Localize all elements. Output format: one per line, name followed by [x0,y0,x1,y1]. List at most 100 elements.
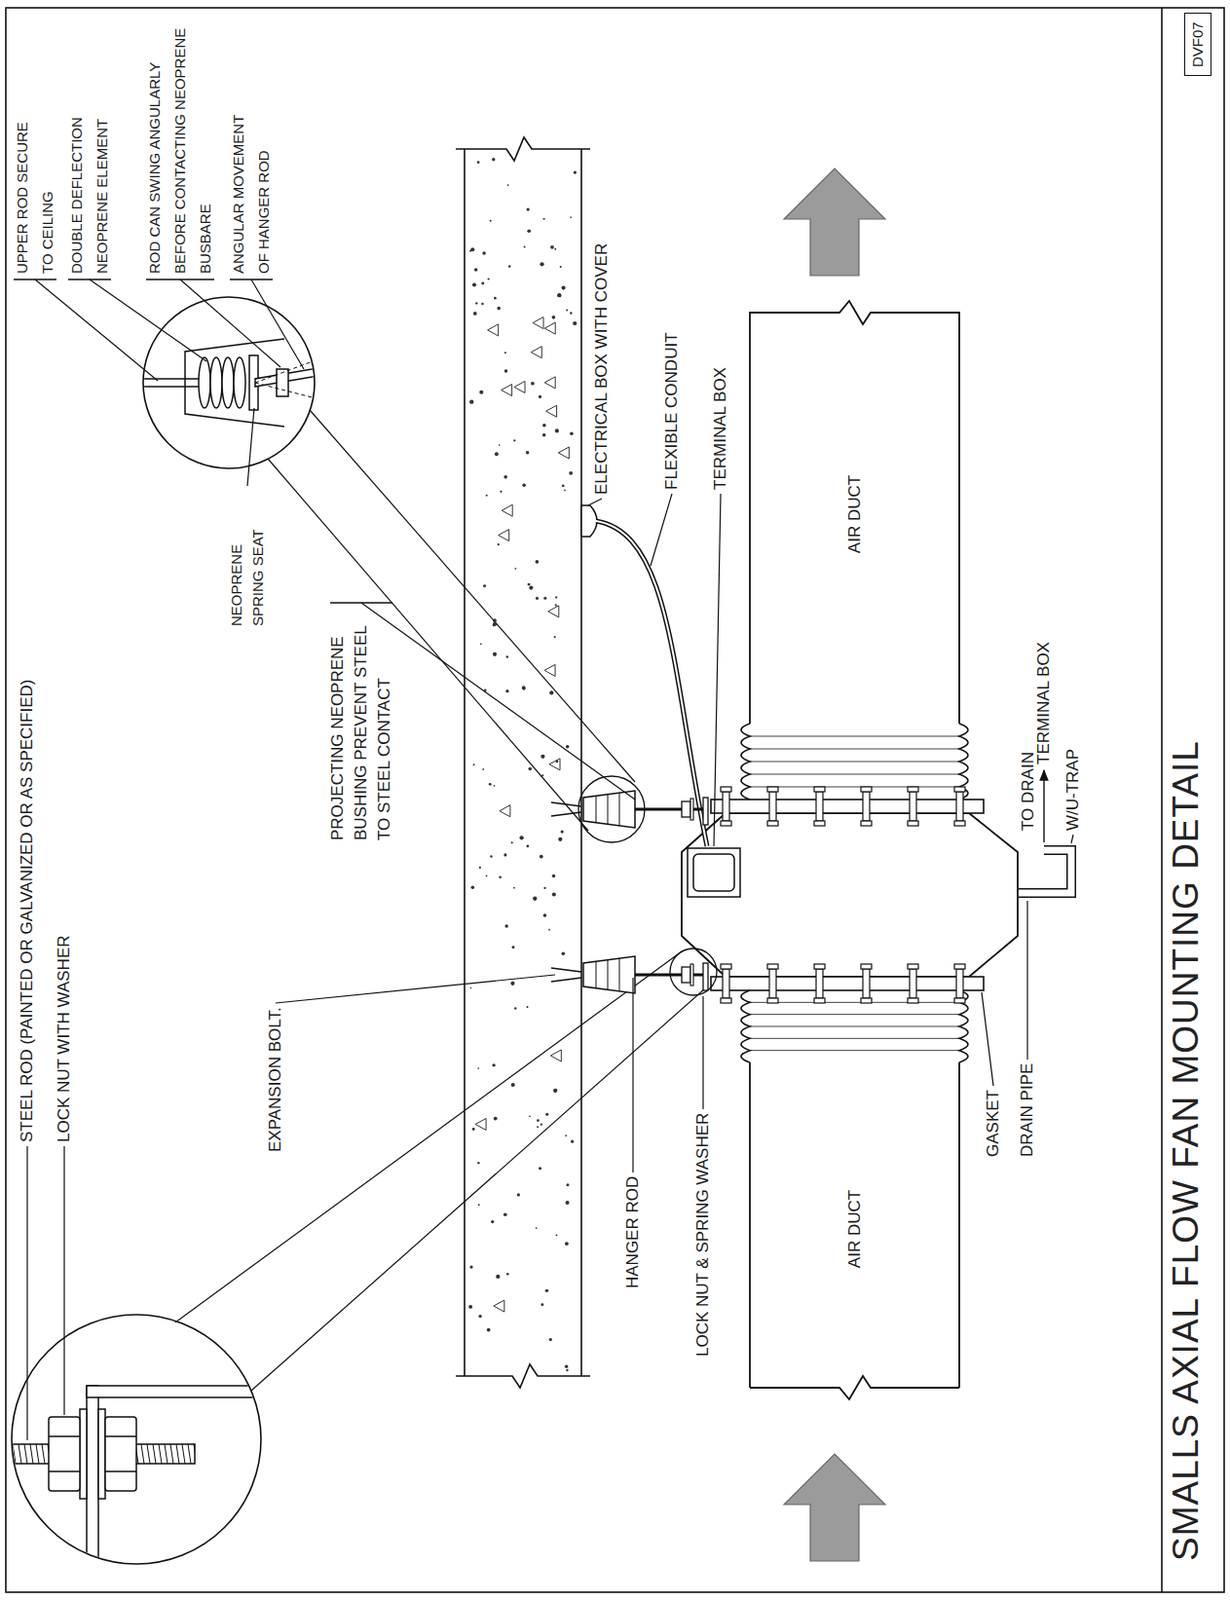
axial-fan-casing [681,813,1018,977]
duct-outline [749,300,960,724]
concrete-aggregate [473,311,478,316]
flexible-connection [741,990,969,1063]
concrete-aggregate [513,439,516,442]
concrete-aggregate [561,285,566,290]
duct-flange [710,976,984,991]
concrete-aggregate [492,652,497,657]
concrete-aggregate [525,450,530,455]
concrete-aggregate [486,1328,491,1333]
concrete-aggregate [498,529,510,542]
leader-line [251,279,304,370]
air-duct: AIR DUCT [749,304,960,724]
flange-bolt [769,969,777,999]
flange-bolt [860,964,872,970]
flange-bolt [814,998,825,1004]
leader-line [26,1146,28,1441]
lock-nut-detail-parts [86,1385,99,1581]
concrete-aggregate [526,228,531,233]
flexible-connection [741,723,750,800]
spring-hanger [596,961,597,988]
leader-line [63,1146,65,1416]
part-label: FLEXIBLE CONDUIT [662,332,682,490]
leader-line [588,498,602,506]
part-label: ELECTRICAL BOX WITH COVER [592,243,612,495]
concrete-aggregate [521,484,526,488]
concrete-aggregate [474,267,479,272]
concrete-aggregate [569,431,574,436]
drawing-frame [5,7,1225,1593]
lock-nut-detail-parts [105,1435,137,1438]
concrete-aggregate [545,1289,549,1293]
concrete-aggregate [506,655,510,659]
concrete-aggregate [514,380,525,393]
concrete-aggregate [479,866,482,869]
concrete-aggregate [497,543,500,546]
node-text: AIR DUCT [845,1190,865,1268]
electrical-box [581,505,597,537]
flange-bolt [954,964,966,970]
concrete-aggregate [569,216,572,219]
concrete-slab [455,137,591,161]
drawing-frame [5,7,1225,1593]
isolator-detail-parts [222,357,234,409]
flange-bolt [816,969,823,999]
concrete-aggregate [546,405,558,417]
concrete-aggregate [541,774,544,777]
flange-bolt [814,964,825,970]
concrete-aggregate [494,451,499,456]
flange-bolt [814,786,825,792]
concrete-aggregate [498,875,502,879]
leader-line [275,974,556,1004]
concrete-aggregate [528,1115,531,1118]
concrete-aggregate [483,584,486,588]
concrete-aggregate [527,767,532,772]
concrete-aggregate [469,1265,473,1268]
flange-bolt [720,786,966,826]
part-label: NEOPRENE SPRING SEAT [225,489,269,627]
concrete-aggregate [540,1303,544,1306]
concrete-aggregate [503,475,508,480]
flexible-connection [749,1002,960,1004]
concrete-aggregate [565,1369,568,1372]
concrete-aggregate [493,1300,505,1312]
concrete-aggregate [488,782,492,786]
concrete-aggregate [558,837,562,842]
spring-hanger [690,798,694,820]
concrete-aggregate [544,664,556,676]
drain-pipe [1018,850,1072,894]
part-label: LOCK NUT WITH WASHER [54,934,75,1143]
concrete-aggregate [564,1365,568,1369]
concrete-aggregate [501,384,513,397]
concrete-aggregate [504,351,507,354]
leader-line [1071,834,1074,844]
concrete-aggregate [487,277,490,280]
flexible-connection [749,774,960,776]
concrete-aggregate [535,596,539,600]
flange-bolt [954,820,966,826]
part-label: DOUBLE DEFLECTION NEOPRENE ELEMENT [64,98,115,274]
concrete-aggregate [545,1113,549,1117]
lock-nut-detail-parts [48,1435,80,1438]
airflow-arrow [783,168,886,1562]
concrete-aggregate [525,1006,528,1008]
flange-bolt [720,820,732,826]
concrete-aggregate [540,754,545,759]
isolator-detail [578,776,645,843]
concrete-aggregate [535,1227,538,1230]
spring-hanger [703,797,709,825]
spring-hanger [551,956,709,994]
concrete-aggregate [564,1134,567,1137]
concrete-aggregate [478,1314,482,1318]
spring-hanger [551,968,582,982]
flange-bolt [860,998,872,1004]
node-text: AIR DUCT [845,475,865,554]
concrete-aggregate [477,160,481,164]
duct-outline [749,1062,960,1400]
concrete-aggregate [568,471,573,476]
spring-hanger [551,802,582,817]
flange-bolt [956,969,964,999]
airflow-arrow [783,168,886,276]
flange-bolt [907,820,919,826]
flange-bolt [907,964,919,970]
concrete-aggregate [503,1212,508,1217]
